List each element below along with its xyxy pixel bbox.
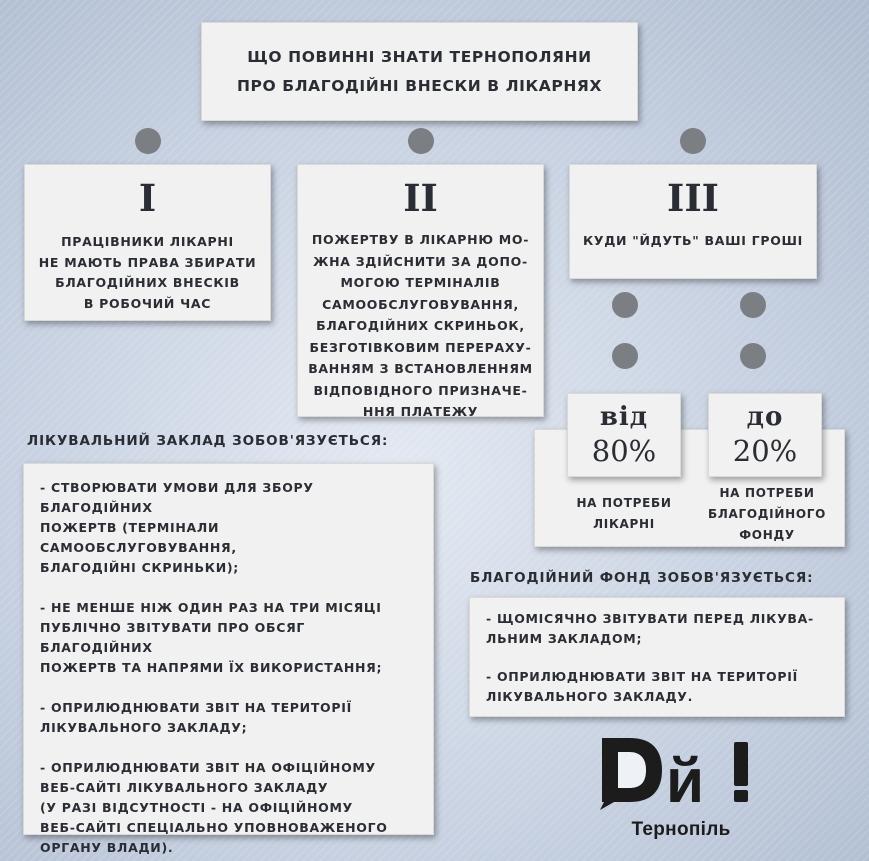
connector-dot-right-upper bbox=[740, 292, 766, 318]
connector-dot-1 bbox=[135, 128, 161, 154]
card-3-text: КУДИ "ЙДУТЬ" ВАШІ ГРОШІ bbox=[583, 233, 803, 248]
title-line-1: ЩО ПОВИННІ ЗНАТИ ТЕРНОПОЛЯНИ bbox=[247, 47, 592, 66]
caption-line: ЛІКАРНІ bbox=[593, 517, 655, 531]
percent-prefix-from: від bbox=[599, 402, 649, 432]
card-1: I ПРАЦІВНИКИ ЛІКАРНІ НЕ МАЮТЬ ПРАВА ЗБИР… bbox=[24, 164, 271, 321]
fund-obligations-card: - ЩОМІСЯЧНО ЗВІТУВАТИ ПЕРЕД ЛІКУВА- ЛЬНИ… bbox=[469, 597, 845, 717]
hospital-obligations-card: - СТВОРЮВАТИ УМОВИ ДЛЯ ЗБОРУ БЛАГОДІЙНИХ… bbox=[23, 463, 434, 855]
connector-dot-right-lower bbox=[740, 343, 766, 369]
card-2-line: ЖНА ЗДІЙСНИТИ ЗА ДОПО- bbox=[313, 253, 528, 269]
obligation-item: - СТВОРЮВАТИ УМОВИ ДЛЯ ЗБОРУ БЛАГОДІЙНИХ… bbox=[40, 480, 314, 575]
card-1-text: ПРАЦІВНИКИ ЛІКАРНІ НЕ МАЮТЬ ПРАВА ЗБИРАТ… bbox=[39, 232, 257, 314]
card-2-line: ВАННЯМ З ВСТАНОВЛЕННЯМ bbox=[308, 361, 533, 376]
hospital-obligations-heading: ЛІКУВАЛЬНИЙ ЗАКЛАД ЗОБОВ'ЯЗУЄТЬСЯ: bbox=[27, 433, 389, 449]
logo-city-caption: Тернопіль bbox=[631, 819, 731, 840]
fund-obligations-heading: БЛАГОДІЙНИЙ ФОНД ЗОБОВ'ЯЗУЄТЬСЯ: bbox=[470, 570, 814, 586]
percent-card-fund: до 20% bbox=[708, 393, 822, 477]
connector-dot-2 bbox=[408, 128, 434, 154]
card-3: III КУДИ "ЙДУТЬ" ВАШІ ГРОШІ bbox=[569, 164, 817, 279]
obligation-item: - НЕ МЕНШЕ НІЖ ОДИН РАЗ НА ТРИ МІСЯЦІ ПУ… bbox=[40, 600, 383, 675]
obligation-item: - ОПРИЛЮДНЮВАТИ ЗВІТ НА ОФІЦІЙНОМУ ВЕБ-С… bbox=[40, 760, 388, 855]
card-1-line: НЕ МАЮТЬ ПРАВА ЗБИРАТИ bbox=[38, 254, 257, 270]
card-2-line: БЕЗГОТІВКОВИМ ПЕРЕРАХУ- bbox=[309, 339, 532, 355]
card-2-numeral: II bbox=[403, 176, 438, 220]
svg-text:й: й bbox=[666, 747, 704, 812]
card-3-line: КУДИ "ЙДУТЬ" ВАШІ ГРОШІ bbox=[582, 233, 804, 248]
card-2-line: ННЯ ПЛАТЕЖУ bbox=[362, 404, 479, 419]
connector-dot-left-lower bbox=[612, 343, 638, 369]
card-3-numeral: III bbox=[667, 176, 719, 220]
percent-caption-fund: НА ПОТРЕБИ БЛАГОДІЙНОГО ФОНДУ bbox=[700, 483, 834, 546]
connector-dot-left-upper bbox=[612, 292, 638, 318]
percent-value-hospital: 80% bbox=[591, 434, 657, 468]
obligation-item: - ОПРИЛЮДНЮВАТИ ЗВІТ НА ТЕРИТОРІЇ ЛІКУВА… bbox=[40, 700, 352, 735]
card-2-line: МОГОЮ ТЕРМІНАЛІВ bbox=[340, 275, 501, 290]
card-1-line: БЛАГОДІЙНИХ ВНЕСКІВ bbox=[55, 275, 240, 290]
card-2-text: ПОЖЕРТВУ В ЛІКАРНЮ МО- ЖНА ЗДІЙСНИТИ ЗА … bbox=[308, 229, 533, 423]
card-1-line: В РОБОЧИЙ ЧАС bbox=[83, 295, 212, 311]
percent-card-hospital: від 80% bbox=[567, 393, 681, 477]
caption-line: НА ПОТРЕБИ bbox=[576, 496, 672, 510]
card-2-line: ПОЖЕРТВУ В ЛІКАРНЮ МО- bbox=[311, 232, 530, 247]
obligation-item: - ЩОМІСЯЧНО ЗВІТУВАТИ ПЕРЕД ЛІКУВА- ЛЬНИ… bbox=[486, 611, 814, 646]
card-1-line: ПРАЦІВНИКИ ЛІКАРНІ bbox=[61, 234, 234, 249]
card-1-numeral: I bbox=[138, 176, 157, 220]
card-2-line: САМООБСЛУГОВУВАННЯ, bbox=[322, 296, 519, 312]
caption-line: ФОНДУ bbox=[739, 528, 795, 542]
obligation-item: - ОПРИЛЮДНЮВАТИ ЗВІТ НА ТЕРИТОРІЇ ЛІКУВА… bbox=[486, 669, 798, 704]
title-card: ЩО ПОВИННІ ЗНАТИ ТЕРНОПОЛЯНИ ПРО БЛАГОДІ… bbox=[201, 22, 638, 121]
percent-value-fund: 20% bbox=[732, 434, 798, 468]
card-2-line: БЛАГОДІЙНИХ СКРИНЬОК, bbox=[316, 318, 525, 333]
percent-caption-hospital: НА ПОТРЕБИ ЛІКАРНІ bbox=[560, 493, 688, 535]
percent-prefix-to: до bbox=[746, 402, 784, 432]
connector-dot-3 bbox=[680, 128, 706, 154]
title-line-2: ПРО БЛАГОДІЙНІ ВНЕСКИ В ЛІКАРНЯХ bbox=[236, 76, 603, 95]
diy-logo: й bbox=[596, 732, 766, 842]
card-2: II ПОЖЕРТВУ В ЛІКАРНЮ МО- ЖНА ЗДІЙСНИТИ … bbox=[297, 164, 544, 419]
card-2-line: ВІДПОВІДНОГО ПРИЗНАЧЕ- bbox=[313, 382, 528, 398]
caption-line: БЛАГОДІЙНОГО bbox=[708, 507, 826, 521]
diy-logo-mark: й bbox=[600, 738, 748, 812]
caption-line: НА ПОТРЕБИ bbox=[719, 486, 815, 500]
